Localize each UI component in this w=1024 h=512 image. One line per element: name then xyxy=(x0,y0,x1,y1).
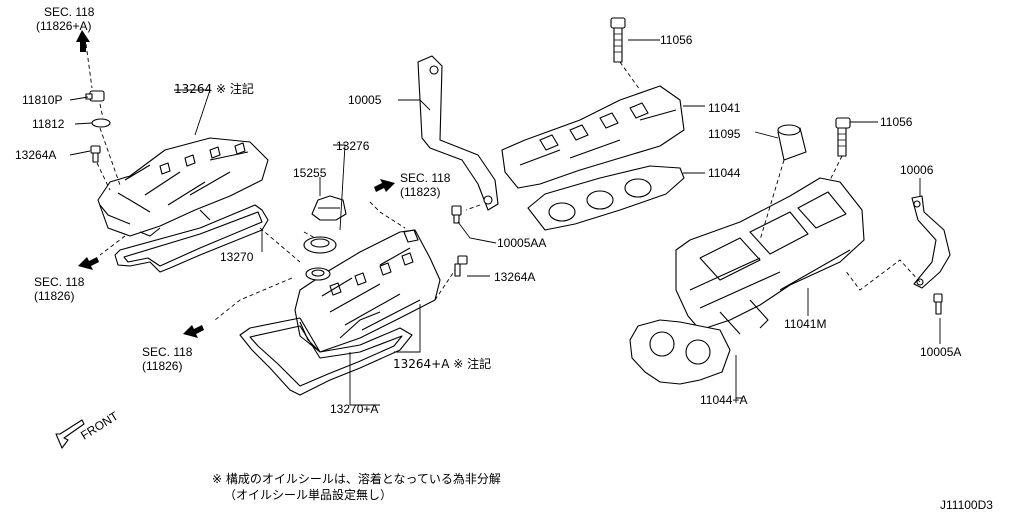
label-11812: 11812 xyxy=(32,117,65,131)
dash-guide-11056-top xyxy=(619,61,641,91)
label-sec-mid-1: SEC. 118 xyxy=(400,171,451,185)
label-13264a-note: 13264+A ※ 注記 xyxy=(393,356,491,371)
rocker-cover-left[interactable] xyxy=(97,137,269,237)
diagram-code: J11100D3 xyxy=(940,498,993,512)
bolt-13264a-mid[interactable] xyxy=(454,255,490,277)
label-sec-mid-2: (11823) xyxy=(400,185,440,199)
gasket-11044[interactable] xyxy=(527,165,685,231)
cylinder-head-11041[interactable] xyxy=(501,85,685,189)
footnote-line-2: （オイルシール単品設定無し） xyxy=(224,487,392,502)
label-11810p: 11810P xyxy=(22,93,62,107)
label-sec-left-1: SEC. 118 xyxy=(34,275,85,289)
label-13264a-left: 13264A xyxy=(15,148,56,162)
label-sec-top-2: (11826+A) xyxy=(36,19,91,33)
bolt-11056-right[interactable] xyxy=(835,117,851,157)
arrow-sec-left xyxy=(78,257,99,270)
label-sec-bottom-1: SEC. 118 xyxy=(142,345,193,359)
rocker-cover-gasket-left[interactable] xyxy=(114,204,269,273)
label-11041m: 11041M xyxy=(784,317,826,331)
label-11095: 11095 xyxy=(708,127,741,141)
dash-guides-center xyxy=(214,201,456,321)
label-13276: 13276 xyxy=(336,139,370,153)
rocker-cover-gasket-center[interactable] xyxy=(239,317,413,396)
gasket-11044a[interactable] xyxy=(629,319,731,385)
bolt-11056-top[interactable] xyxy=(610,17,626,63)
label-15255: 15255 xyxy=(293,166,327,180)
bolt-10005a[interactable] xyxy=(933,293,943,315)
label-11041: 11041 xyxy=(708,101,741,115)
part-labels: SEC. 118 (11826+A) 11810P 11812 13264A 1… xyxy=(15,5,993,512)
label-10006: 10006 xyxy=(900,163,934,177)
arrow-sec-bottom xyxy=(183,325,204,338)
label-sec-left-2: (11826) xyxy=(34,289,74,303)
oil-filler-cap-15255[interactable] xyxy=(311,195,347,221)
label-10005: 10005 xyxy=(348,93,382,107)
label-front: FRONT xyxy=(78,408,121,442)
label-11056-right: 11056 xyxy=(880,115,913,129)
leader-lines xyxy=(174,39,941,406)
cylinder-head-11041m[interactable] xyxy=(675,177,865,335)
label-13264-note: 13264 ※ 注記 xyxy=(174,81,254,96)
camshaft-seal-11095[interactable] xyxy=(777,124,807,161)
bolt-13264a-left[interactable] xyxy=(69,145,101,163)
label-11044a: 11044+A xyxy=(700,393,748,407)
bracket-10006[interactable] xyxy=(911,195,951,289)
label-10005a: 10005A xyxy=(920,345,961,359)
label-sec-top-1: SEC. 118 xyxy=(44,5,95,19)
arrow-sec-top xyxy=(76,30,90,52)
label-13270: 13270 xyxy=(220,250,254,264)
label-13270a: 13270+A xyxy=(330,402,378,416)
label-13264a-mid: 13264A xyxy=(494,270,535,284)
front-arrow xyxy=(55,419,85,449)
dash-guide-10006 xyxy=(844,259,921,291)
dash-guide-10005 xyxy=(465,204,481,211)
dash-guide-11056-right xyxy=(829,155,843,181)
bracket-10005[interactable] xyxy=(417,55,499,211)
dash-guides-left xyxy=(85,43,301,263)
oil-filler-cap-11810p[interactable] xyxy=(69,90,105,102)
footnote-line-1: ※ 構成のオイルシールは、溶着となっている為非分解 xyxy=(212,471,501,486)
bolt-10005aa[interactable] xyxy=(451,205,462,224)
label-sec-bottom-2: (11826) xyxy=(142,359,182,373)
seal-ring-11812[interactable] xyxy=(74,118,111,128)
label-11044: 11044 xyxy=(708,166,741,180)
seal-13276[interactable] xyxy=(303,236,337,281)
arrow-sec-mid xyxy=(374,179,395,192)
label-11056-top: 11056 xyxy=(660,33,693,47)
rocker-cover-center[interactable] xyxy=(294,229,441,353)
label-10005aa: 10005AA xyxy=(497,236,546,250)
